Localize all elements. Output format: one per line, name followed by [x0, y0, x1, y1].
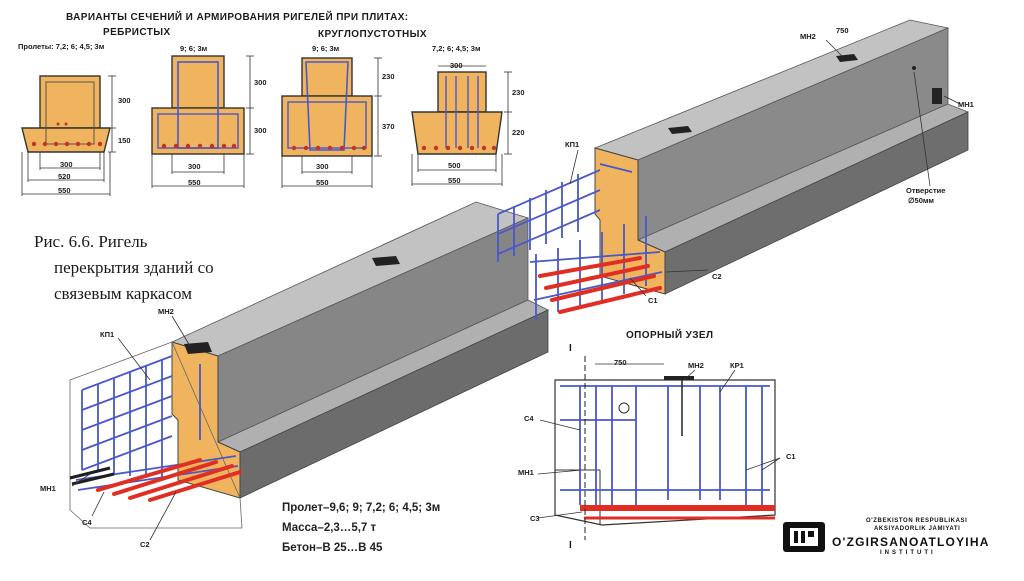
beam-right-segment	[593, 19, 970, 295]
support-title: ОПОРНЫЙ УЗЕЛ	[626, 330, 714, 341]
section-2-dim-width-web: 300	[188, 162, 201, 171]
middle-cage	[497, 163, 663, 320]
label-c2-right: С2	[712, 272, 722, 281]
label-c2-left: С2	[140, 540, 150, 549]
section-1-span: Пролеты: 7,2; 6; 4,5; 3м	[18, 42, 105, 51]
logo-line-2: AKSIYADORLIK JAMIYATI	[874, 526, 961, 532]
section-4-dim-width-full: 550	[448, 176, 461, 185]
label-cut-top: I	[569, 343, 572, 354]
beam-left-segment	[170, 201, 549, 499]
support-node-drawing	[554, 356, 776, 540]
section-2-dim-height-top: 300	[254, 78, 267, 87]
label-c4-node: С4	[524, 414, 534, 423]
section-1-dim-width-full: 550	[58, 186, 71, 195]
caption-line-1: Рис. 6.6. Ригель	[34, 232, 148, 251]
watermark: ste.by	[408, 462, 526, 511]
label-c1-right: С1	[648, 296, 658, 305]
section-3-dim-width-full: 550	[316, 178, 329, 187]
label-c4-left: С4	[82, 518, 92, 527]
section-3-span: 9; 6; 3м	[312, 44, 340, 53]
label-mn1-right: МН1	[958, 100, 974, 109]
label-hole-line-1: Отверстие	[906, 186, 946, 195]
header-ribbed: РЕБРИСТЫХ	[103, 27, 171, 38]
label-kr1-node: КР1	[730, 361, 744, 370]
label-cut-bottom: I	[569, 540, 572, 551]
spec-span: Пролет–9,6; 9; 7,2; 6; 4,5; 3м	[282, 502, 441, 514]
section-3-dim-height-bottom: 370	[382, 122, 395, 131]
section-4-dim-width-mid: 500	[448, 161, 461, 170]
section-4-dim-width-top: 300	[450, 61, 463, 70]
header-hollow: КРУГЛОПУСТОТНЫХ	[318, 29, 427, 40]
section-1-dim-width-mid: 520	[58, 172, 71, 181]
label-hole-line-2: ∅50мм	[908, 196, 934, 205]
section-3-dim-height-top: 230	[382, 72, 395, 81]
left-end-cage	[69, 341, 243, 529]
section-4-drawing	[411, 65, 512, 186]
logo-mark	[783, 522, 825, 552]
section-2-drawing	[151, 55, 254, 188]
logo-name: O'ZGIRSANOATLOYIHA	[832, 535, 990, 549]
label-mn2-right: МН2	[800, 32, 816, 41]
label-c1-node: С1	[786, 452, 796, 461]
label-dim-750-top: 750	[836, 26, 849, 35]
label-c3-node: С3	[530, 514, 540, 523]
caption-line-2: перекрытия зданий со	[54, 258, 214, 277]
header-title: ВАРИАНТЫ СЕЧЕНИЙ И АРМИРОВАНИЯ РИГЕЛЕЙ П…	[66, 12, 409, 23]
leader-lines	[71, 39, 961, 541]
label-mn2-node: МН2	[688, 361, 704, 370]
section-3-drawing	[281, 57, 382, 188]
section-2-dim-width-full: 550	[188, 178, 201, 187]
section-4-dim-height-bottom: 220	[512, 128, 525, 137]
section-1-dim-height-top: 300	[118, 96, 131, 105]
logo-line-3: INSTITUTI	[880, 550, 936, 556]
section-3-dim-width-web: 300	[316, 162, 329, 171]
label-dim-750-node: 750	[614, 358, 627, 367]
logo-line-1: O'ZBEKISTON RESPUBLIKASI	[866, 518, 968, 524]
label-kp1-left: КП1	[100, 330, 115, 339]
section-4-dim-height-top: 230	[512, 88, 525, 97]
section-1-dim-height-bottom: 150	[118, 136, 131, 145]
label-mn2-left: МН2	[158, 307, 174, 316]
label-mn1-left: МН1	[40, 484, 56, 493]
section-2-dim-height-bottom: 300	[254, 126, 267, 135]
spec-concrete: Бетон–В 25…В 45	[282, 542, 383, 554]
section-4-span: 7,2; 6; 4,5; 3м	[432, 44, 481, 53]
label-mn1-node: МН1	[518, 468, 534, 477]
section-2-span: 9; 6; 3м	[180, 44, 208, 53]
spec-mass: Масса–2,3…5,7 т	[282, 522, 377, 534]
section-1-dim-width-web: 300	[60, 160, 73, 169]
section-1-drawing	[21, 75, 116, 196]
caption-line-3: связевым каркасом	[54, 284, 192, 303]
label-kp1-right: КП1	[565, 140, 580, 149]
